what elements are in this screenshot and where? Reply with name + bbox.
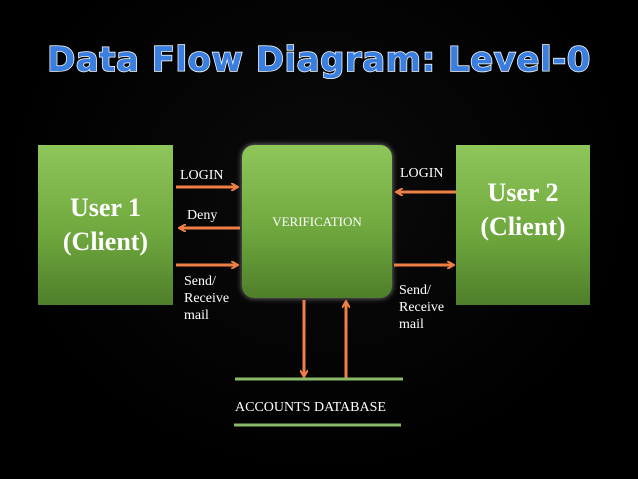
- page-title: Data Flow Diagram: Level-0: [46, 39, 591, 81]
- accounts-database-label: ACCOUNTS DATABASE: [235, 400, 386, 415]
- flow-label-login-right: LOGIN: [400, 166, 444, 181]
- flow-label-login-left: LOGIN: [180, 168, 224, 183]
- flow-label-send-receive-right: Send/ Receive mail: [399, 283, 445, 332]
- flow-label-send-receive-left: Send/ Receive mail: [184, 274, 230, 323]
- user1-entity: User 1 (Client): [38, 145, 173, 305]
- user2-entity: User 2 (Client): [456, 145, 590, 305]
- flow-label-deny: Deny: [187, 208, 218, 223]
- verification-process: VERIFICATION: [242, 145, 392, 298]
